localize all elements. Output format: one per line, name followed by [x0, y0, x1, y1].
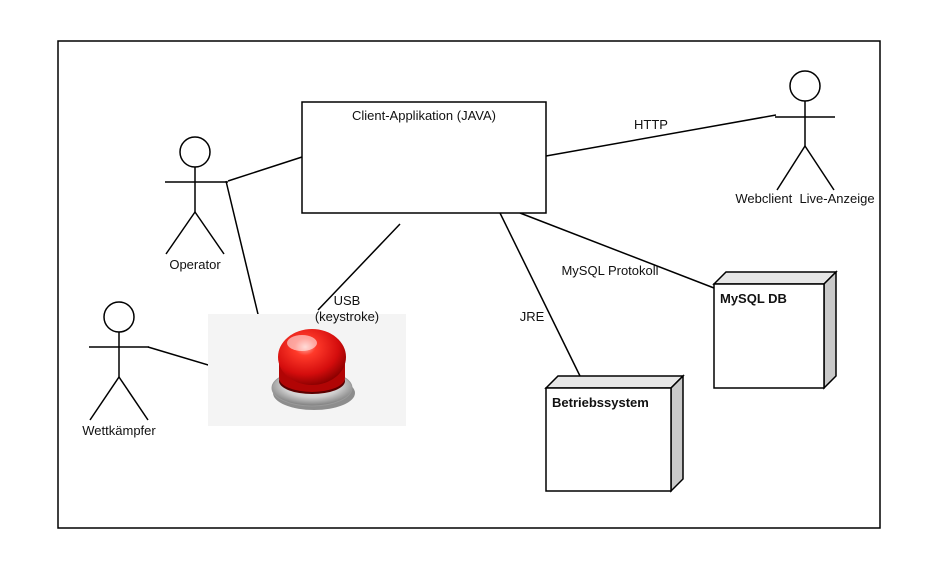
- mysql-db-node: [712, 270, 838, 390]
- mysql-db-label: MySQL DB: [720, 291, 787, 306]
- webclient-label: Webclient Live-Anzeige: [735, 191, 874, 206]
- link-jre: [499, 212, 581, 377]
- usb-label: USB: [334, 293, 361, 308]
- mysql-protocol-label: MySQL Protokoll: [561, 263, 658, 278]
- http-label: HTTP: [634, 117, 668, 132]
- wettkaempfer-label: Wettkämpfer: [82, 423, 156, 438]
- keystroke-label: (keystroke): [315, 309, 379, 324]
- link-http: [545, 114, 777, 157]
- client-app-box: [301, 101, 547, 214]
- operator-actor: [165, 136, 228, 255]
- jre-label: JRE: [520, 309, 545, 324]
- operator-label: Operator: [169, 257, 221, 272]
- webclient-actor: [775, 70, 835, 191]
- link-operator-client: [227, 156, 303, 182]
- link-mysql: [519, 212, 715, 289]
- os-label: Betriebssystem: [552, 395, 649, 410]
- os-node: [544, 374, 685, 493]
- client-app-label: Client-Applikation (JAVA): [352, 108, 496, 123]
- link-usb: [317, 223, 401, 311]
- red-push-button-icon: [271, 329, 355, 410]
- wettkaempfer-actor: [89, 301, 149, 421]
